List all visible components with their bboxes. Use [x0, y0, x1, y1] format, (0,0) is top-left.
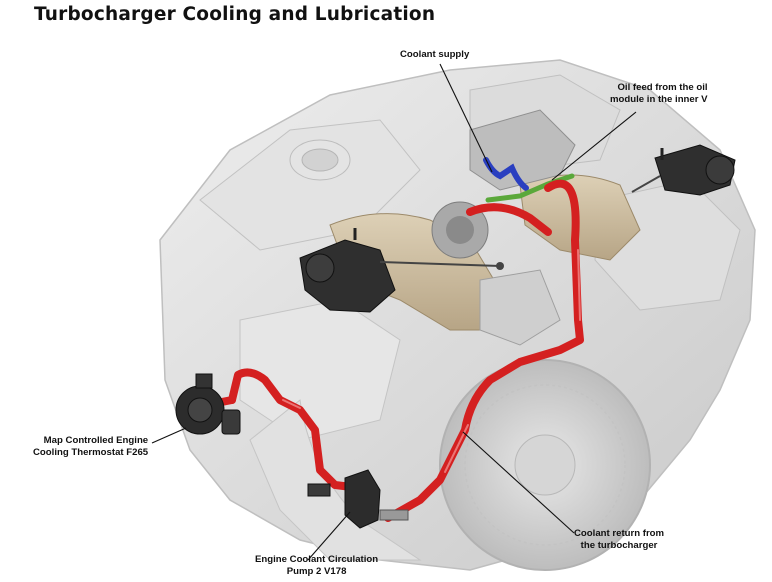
diagram-title: Turbocharger Cooling and Lubrication: [34, 4, 436, 25]
leader-lines: [151, 63, 637, 561]
turbocharger-left: [329, 201, 501, 331]
leader-oil-feed: [551, 111, 637, 181]
thermostat-housing: [175, 373, 241, 435]
label-oil-feed: Oil feed from the oil module in the inne…: [610, 82, 708, 105]
leader-coolant-supply: [439, 63, 493, 173]
label-pump: Engine Coolant Circulation Pump 2 V178: [255, 554, 379, 577]
coolant-pump: [307, 469, 409, 529]
leader-pump: [307, 511, 351, 561]
label-thermostat: Map Controlled Engine Cooling Thermostat…: [33, 435, 149, 458]
leader-coolant-return: [462, 431, 575, 534]
wastegate-actuator-right: [631, 144, 736, 196]
wastegate-actuator-left: [299, 228, 504, 313]
leader-thermostat: [151, 427, 187, 444]
label-coolant-return: Coolant return from the turbocharger: [574, 528, 665, 551]
label-coolant-supply: Coolant supply: [400, 49, 470, 60]
